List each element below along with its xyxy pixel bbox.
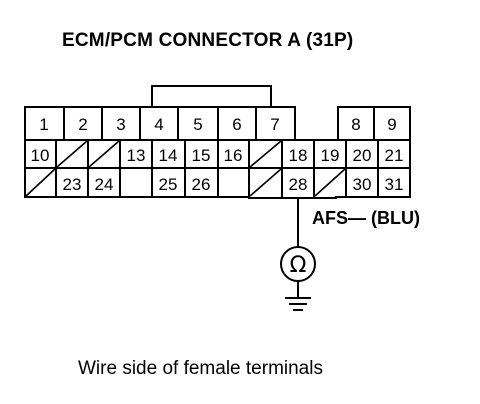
pin-number: 26 (192, 175, 211, 194)
pin-number: 15 (192, 146, 211, 165)
ground-icon (285, 297, 311, 311)
pin-number: 28 (289, 175, 308, 194)
pin-number: 19 (321, 146, 340, 165)
pin-number: 20 (353, 146, 372, 165)
pin-number: 6 (232, 115, 241, 134)
diagram-title: ECM/PCM CONNECTOR A (31P) (62, 30, 354, 51)
pin-number: 14 (159, 146, 178, 165)
pin-number: 13 (127, 146, 146, 165)
pin-number: 10 (31, 146, 50, 165)
pin-number: 4 (154, 115, 163, 134)
pin-number: 31 (385, 175, 404, 194)
pin-number: 3 (116, 115, 125, 134)
pin-number: 18 (289, 146, 308, 165)
ohm-symbol: Ω (290, 253, 307, 278)
pin-number: 1 (39, 115, 48, 134)
connector-latch (151, 85, 272, 107)
pin-number: 23 (63, 175, 82, 194)
pin-number: 30 (353, 175, 372, 194)
caption: Wire side of female terminals (78, 358, 323, 379)
ohmmeter-icon: Ω (280, 246, 316, 282)
pin-number: 16 (224, 146, 243, 165)
pin-number: 24 (95, 175, 114, 194)
pin-number: 21 (385, 146, 404, 165)
pin-number: 25 (159, 175, 178, 194)
pin-number: 5 (193, 115, 202, 134)
pin-number: 2 (78, 115, 87, 134)
pin-number: 7 (270, 115, 279, 134)
empty-terminal-marks (25, 140, 346, 197)
pin-number: 9 (387, 115, 396, 134)
wire-label: AFS— (BLU) (312, 208, 420, 228)
pin-number: 8 (351, 115, 360, 134)
